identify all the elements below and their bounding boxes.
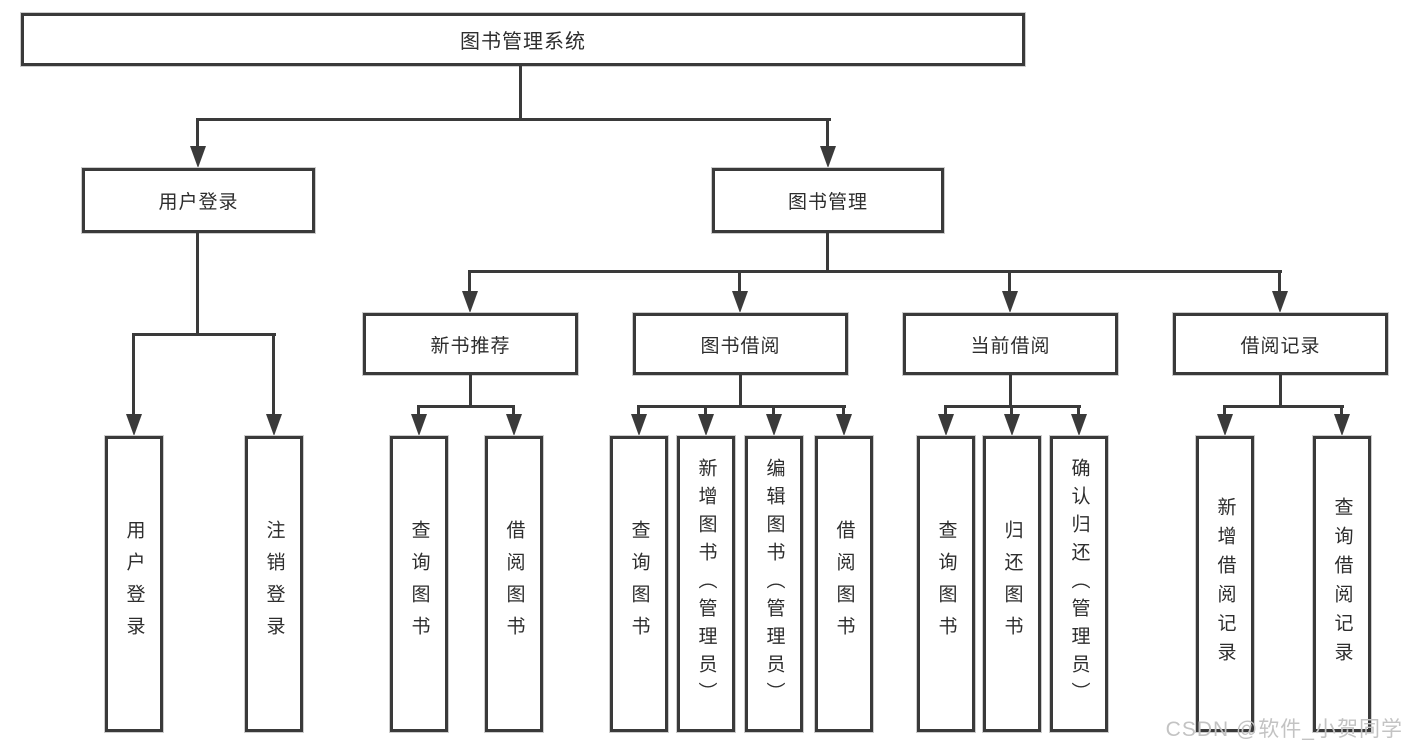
connector-vline [1278, 273, 1281, 293]
connector-vline [519, 66, 522, 121]
arrowhead-icon [631, 414, 647, 436]
arrowhead-icon [766, 414, 782, 436]
connector-vline [1009, 375, 1012, 408]
leaf-query-books-borrowing: 查询图书 [610, 436, 668, 732]
connector-hline [944, 405, 1081, 408]
connector-vline [842, 408, 845, 416]
connector-hline [468, 270, 1282, 273]
node-library-management-system: 图书管理系统 [21, 13, 1025, 66]
connector-vline [739, 375, 742, 408]
csdn-watermark: CSDN @软件_小贺同学 [1165, 718, 1403, 741]
connector-vline [1223, 408, 1226, 416]
connector-vline [1077, 408, 1080, 416]
arrowhead-icon [1071, 414, 1087, 436]
arrowhead-icon [126, 414, 142, 436]
arrowhead-icon [190, 146, 206, 168]
connector-hline [132, 333, 276, 336]
leaf-return-books: 归还图书 [983, 436, 1041, 732]
connector-vline [469, 375, 472, 408]
node-borrowing-records: 借阅记录 [1173, 313, 1388, 375]
arrowhead-icon [938, 414, 954, 436]
leaf-user-login: 用户登录 [105, 436, 163, 732]
connector-vline [196, 233, 199, 336]
arrowhead-icon [266, 414, 282, 436]
connector-hline [637, 405, 846, 408]
connector-vline [772, 408, 775, 416]
connector-vline [826, 233, 829, 273]
connector-vline [512, 408, 515, 416]
leaf-logout: 注销登录 [245, 436, 303, 732]
connector-hline [417, 405, 515, 408]
arrowhead-icon [1334, 414, 1350, 436]
leaf-query-books-current: 查询图书 [917, 436, 975, 732]
arrowhead-icon [506, 414, 522, 436]
arrowhead-icon [836, 414, 852, 436]
connector-vline [826, 121, 829, 148]
connector-vline [1340, 408, 1343, 416]
leaf-query-borrow-record: 查询借阅记录 [1313, 436, 1371, 732]
arrowhead-icon [732, 291, 748, 313]
node-current-borrowing: 当前借阅 [903, 313, 1118, 375]
arrowhead-icon [698, 414, 714, 436]
node-book-management: 图书管理 [712, 168, 944, 233]
node-book-borrowing: 图书借阅 [633, 313, 848, 375]
connector-vline [704, 408, 707, 416]
connector-vline [417, 408, 420, 416]
arrowhead-icon [462, 291, 478, 313]
connector-vline [132, 336, 135, 416]
arrowhead-icon [820, 146, 836, 168]
connector-vline [1008, 273, 1011, 293]
connector-vline [637, 408, 640, 416]
leaf-add-borrow-record: 新增借阅记录 [1196, 436, 1254, 732]
connector-vline [944, 408, 947, 416]
arrowhead-icon [1004, 414, 1020, 436]
leaf-borrow-books-borrowing: 借阅图书 [815, 436, 873, 732]
leaf-add-books-admin: 新增图书（管理员） [677, 436, 735, 732]
arrowhead-icon [1217, 414, 1233, 436]
leaf-query-books-recommend: 查询图书 [390, 436, 448, 732]
leaf-confirm-return-admin: 确认归还（管理员） [1050, 436, 1108, 732]
connector-vline [196, 121, 199, 148]
node-new-book-recommend: 新书推荐 [363, 313, 578, 375]
connector-vline [1279, 375, 1282, 408]
connector-hline [196, 118, 831, 121]
arrowhead-icon [411, 414, 427, 436]
arrowhead-icon [1002, 291, 1018, 313]
connector-vline [272, 336, 275, 416]
connector-vline [738, 273, 741, 293]
connector-hline [1223, 405, 1344, 408]
node-user-login: 用户登录 [82, 168, 315, 233]
leaf-borrow-books-recommend: 借阅图书 [485, 436, 543, 732]
arrowhead-icon [1272, 291, 1288, 313]
connector-vline [1010, 408, 1013, 416]
leaf-edit-books-admin: 编辑图书（管理员） [745, 436, 803, 732]
connector-vline [468, 273, 471, 293]
